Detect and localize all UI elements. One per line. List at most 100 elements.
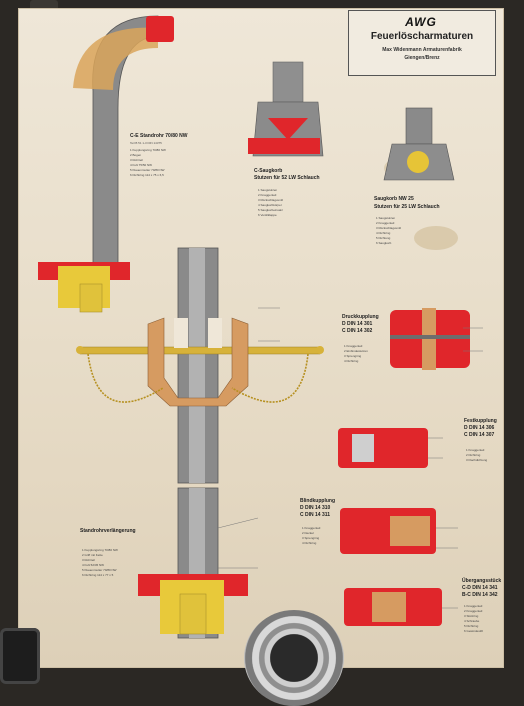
blind-core — [390, 516, 430, 546]
manufacturer-name: Max Widenmann Armaturenfabrik — [382, 47, 462, 53]
legend-item: 6 Ventilklappe — [258, 213, 277, 217]
legend-item: 5 Klauenmutter 70/80 NW — [130, 168, 165, 172]
uebergang-title: Übergangsstück — [462, 578, 502, 584]
legend-item: 5 Dichtung — [376, 236, 391, 240]
fest-legend: 1 Knaggenteil 2 Dichtring 3 Flachdichtun… — [466, 448, 487, 463]
legend-item: 3 Flachdichtung — [466, 458, 488, 462]
legend-item: 3 Sprengring — [302, 536, 320, 540]
key-window-right — [208, 318, 222, 348]
druck-line-d: D DIN 14 301 — [342, 321, 373, 327]
metal-coupling-ring — [244, 610, 344, 706]
druck-seam — [390, 335, 470, 339]
uebergang-line-bc: B-C DIN 14 342 — [462, 592, 498, 598]
legend-item: 5 Klauenmutter 70/80 NW — [82, 568, 117, 572]
legend-item: 4 Dichtring — [302, 541, 317, 545]
key-handle-bar — [79, 346, 321, 355]
manufacturer-location: Giengen/Brenz — [404, 55, 440, 61]
legend-item: 2 Knaggenteil — [258, 193, 277, 197]
poster-illustration — [38, 15, 483, 639]
saugkorb-25-legend: 1 Saugstutzen 2 Knaggenteil 3 Rückschlag… — [376, 216, 401, 246]
legend-item: 6 Dichtring 114 x 77 x 5 — [82, 573, 114, 577]
fest-body — [338, 428, 428, 468]
legend-item: 4 Fuß 52/45 NW — [82, 563, 105, 567]
fest-title: Festkupplung — [464, 418, 497, 424]
chain-right — [231, 353, 309, 403]
legend-item: 2 Knaggenteil — [464, 609, 483, 613]
fest-line-c: C DIN 14 307 — [464, 432, 495, 438]
legend-item: 6 Gewindestift — [464, 629, 484, 633]
legend-item: 4 Schraube — [464, 619, 480, 623]
key-body — [147, 317, 249, 407]
legend-item: 1 Knaggenteil — [344, 344, 363, 348]
saugkorb-c-valve — [268, 118, 308, 140]
saugkorb-25-title: Saugkorb NW 25 — [374, 196, 414, 202]
verl-foot-thread — [179, 593, 207, 635]
poster-title: Feuerlöscharmaturen — [370, 31, 474, 42]
legend-item: 3 Rückschlagventil — [376, 226, 402, 230]
key-window-left — [174, 318, 188, 348]
druck-line-c: C DIN 14 302 — [342, 328, 373, 334]
legend-item: 4 Fuß 75/50 NW — [130, 163, 153, 167]
druck-legend: 1 Knaggenteil 2 Einbindestutzen 3 Spreng… — [344, 344, 368, 364]
saugkorb-c-stutzen — [272, 61, 304, 103]
druck-title: Druckkupplung — [342, 314, 379, 320]
legend-item: 2 Griff mit Kette — [82, 553, 103, 557]
saugkorb-c-subtitle: Stutzen für 52 LW Schlauch — [254, 175, 320, 181]
saugkorb-25-stutzen — [405, 107, 433, 145]
legend-item: 5 Saugkorbeinsatz — [258, 208, 283, 212]
verl-title: Standrohrverlängerung — [80, 528, 136, 534]
legend-item: 3 Rückschlagventil — [258, 198, 284, 202]
legend-item: 4 Dichtring — [344, 359, 359, 363]
uebergang-line-cd: C-D DIN 14 341 — [462, 585, 498, 591]
legend-item: 3 Sprengring — [344, 354, 362, 358]
uebergang-core — [372, 592, 406, 622]
legend-item: 2 Bogen — [130, 153, 142, 157]
standrohr-note: Teil B 51 1-3 DIN 14375 — [130, 141, 162, 145]
standrohr-title: C-E Standrohr 70/80 NW — [130, 133, 188, 139]
legend-item: 2 Knaggenteil — [376, 221, 395, 225]
legend-item: 1 Saugstutzen — [376, 216, 396, 220]
legend-item: 5 Dichtring — [464, 624, 479, 628]
legend-item: 2 Einbindestutzen — [344, 349, 368, 353]
legend-item: 6 Saugkorb — [376, 241, 392, 245]
stain — [414, 226, 458, 250]
center-pipe-highlight — [189, 248, 205, 483]
poster: AWG Feuerlöscharmaturen Max Widenmann Ar… — [18, 8, 504, 668]
legend-item: 3 Rohrteil — [82, 558, 95, 562]
blind-title: Blindkupplung — [300, 498, 335, 504]
header-box: AWG Feuerlöscharmaturen Max Widenmann Ar… — [348, 10, 496, 76]
awg-logo: AWG — [405, 15, 437, 29]
device-bottom-left — [0, 628, 40, 684]
fest-core — [352, 434, 374, 462]
fest-line-d: D DIN 14 306 — [464, 425, 495, 431]
blind-legend: 1 Knaggenteil 2 Deckel 3 Sprengring 4 Di… — [302, 526, 320, 546]
saugkorb-25-ball — [407, 151, 429, 173]
key-handle-knob-right — [316, 346, 324, 354]
legend-item: 1 Knaggenteil — [464, 604, 483, 608]
leader-lines — [217, 307, 483, 609]
legend-item: 3 Stützring — [464, 614, 479, 618]
standrohr-elbow — [73, 27, 158, 90]
verl-legend: 1 Kupplungsring 70/80 NW 2 Griff mit Ket… — [82, 548, 118, 578]
legend-item: 1 Knaggenteil — [302, 526, 321, 530]
legend-item: 1 Kupplungsring 70/80 NW — [82, 548, 118, 552]
legend-item: 1 Kupplungsring 70/80 NW — [130, 148, 166, 152]
legend-item: 1 Saugstutzen — [258, 188, 278, 192]
legend-item: 6 Dichtring 114 x 75 x 6,5 — [130, 173, 164, 177]
saugkorb-c-legend: 1 Saugstutzen 2 Knaggenteil 3 Rückschlag… — [258, 188, 283, 218]
saugkorb-c-flange — [248, 138, 320, 154]
blind-line-d: D DIN 14 310 — [300, 505, 331, 511]
legend-item: 4 Saugkorbkörper — [258, 203, 282, 207]
legend-item: 4 Dichtring — [376, 231, 391, 235]
legend-item: 3 Rohrteil — [130, 158, 143, 162]
legend-item: 1 Knaggenteil — [466, 448, 485, 452]
saugkorb-c-title: C-Saugkorb — [254, 168, 283, 174]
standrohr-top-coupling — [146, 16, 174, 42]
saugkorb-25-subtitle: Stutzen für 25 LW Schlauch — [374, 204, 440, 210]
standrohr-legend: 1 Kupplungsring 70/80 NW 2 Bogen 3 Rohrt… — [130, 148, 166, 178]
legend-item: 2 Dichtring — [466, 453, 481, 457]
standrohr-foot-thread — [79, 283, 103, 313]
uebergang-legend: 1 Knaggenteil 2 Knaggenteil 3 Stützring … — [464, 604, 483, 634]
blind-line-c: C DIN 14 311 — [300, 512, 331, 518]
key-handle-knob-left — [76, 346, 84, 354]
